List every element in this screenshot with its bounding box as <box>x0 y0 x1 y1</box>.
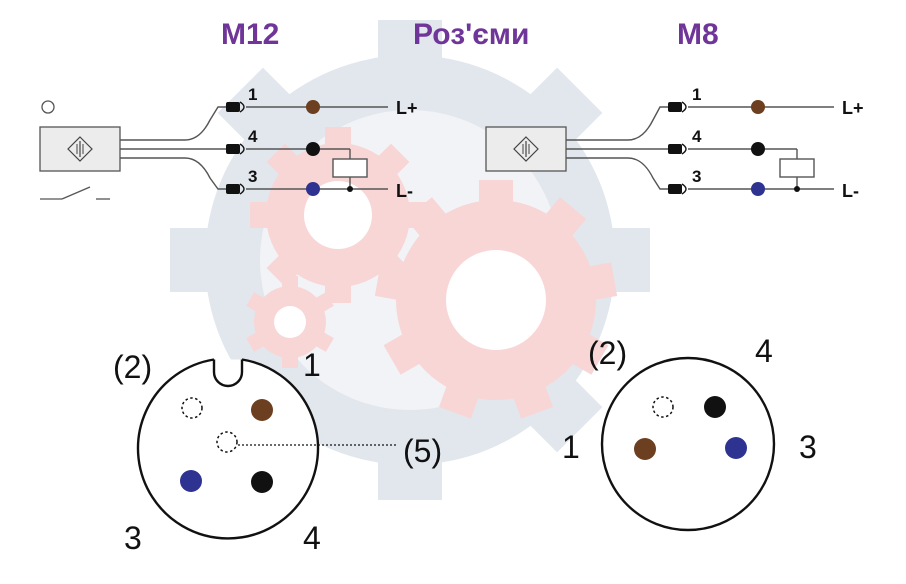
m8-brown-wire-dot <box>751 100 765 114</box>
m8-connector-face: (2) 4 1 3 <box>562 333 817 532</box>
m8-pin-label-1: 1 <box>692 85 701 104</box>
m12-face-label-4: 4 <box>303 520 321 556</box>
m8-title: M8 <box>677 18 719 51</box>
m12-junction-dot <box>347 186 353 192</box>
m12-black-wire-dot <box>306 142 320 156</box>
m12-blue-wire-dot <box>306 182 320 196</box>
m12-pin-3-blue <box>180 470 202 492</box>
m12-pin-1-brown <box>251 399 273 421</box>
m8-pin-3-blue <box>725 437 747 459</box>
m8-terminal-plus: L+ <box>842 98 864 118</box>
m8-face-outline <box>600 356 776 532</box>
sensor-symbol-icon <box>513 136 539 162</box>
m8-wiring-diagram: 1 4 3 L+ L- <box>485 85 864 201</box>
m8-plug-3-icon <box>668 183 687 195</box>
sensor-symbol-icon <box>67 136 93 162</box>
connectors-title: Роз'єми <box>413 18 530 51</box>
m12-pin-4-black <box>251 471 273 493</box>
m12-wiring-diagram: 1 4 3 L+ L- <box>39 85 418 201</box>
m12-face-label-5: (5) <box>403 433 442 469</box>
m8-pin-1-brown <box>634 438 656 460</box>
m8-black-wire-dot <box>751 142 765 156</box>
m8-plug-1-icon <box>668 101 687 113</box>
m8-pin-4-black <box>704 396 726 418</box>
m8-plug-4-icon <box>668 143 687 155</box>
m12-pin-label-3: 3 <box>248 167 257 186</box>
m12-face-label-1: 1 <box>303 347 321 383</box>
m8-terminal-minus: L- <box>842 181 859 201</box>
indicator-led-icon <box>41 100 55 114</box>
m8-pin-2-empty <box>652 396 674 418</box>
m8-face-label-1: 1 <box>562 429 580 465</box>
m12-plug-4-icon <box>226 143 245 155</box>
m8-wires <box>688 106 834 190</box>
m8-face-label-2: (2) <box>588 335 627 371</box>
m12-pin-2-empty <box>181 397 203 419</box>
sensor-body <box>485 126 567 172</box>
m12-pin-5-empty <box>216 431 238 453</box>
m12-pin-label-1: 1 <box>248 85 257 104</box>
m8-junction-dot <box>794 186 800 192</box>
m12-cable <box>120 106 226 190</box>
m12-brown-wire-dot <box>306 100 320 114</box>
watermark-gear-red-small <box>246 276 334 368</box>
m12-connector-face: (2) 1 (5) 3 4 <box>113 347 442 556</box>
m12-key-notch <box>212 359 244 388</box>
m8-pin-label-4: 4 <box>692 127 702 146</box>
m12-pin-label-4: 4 <box>248 127 258 146</box>
m12-terminal-minus: L- <box>396 181 413 201</box>
m12-title: M12 <box>221 18 280 51</box>
m12-plug-3-icon <box>226 183 245 195</box>
switch-symbol-icon <box>40 186 110 200</box>
watermark-gear-red-large <box>374 180 618 419</box>
m8-face-label-4: 4 <box>755 333 773 369</box>
m8-blue-wire-dot <box>751 182 765 196</box>
m12-face-label-3: 3 <box>124 520 142 556</box>
m12-terminal-plus: L+ <box>396 98 418 118</box>
m8-pin-label-3: 3 <box>692 167 701 186</box>
m12-face-label-2: (2) <box>113 349 152 385</box>
m12-plug-1-icon <box>226 101 245 113</box>
m8-cable <box>566 106 668 190</box>
m8-face-label-3: 3 <box>799 429 817 465</box>
